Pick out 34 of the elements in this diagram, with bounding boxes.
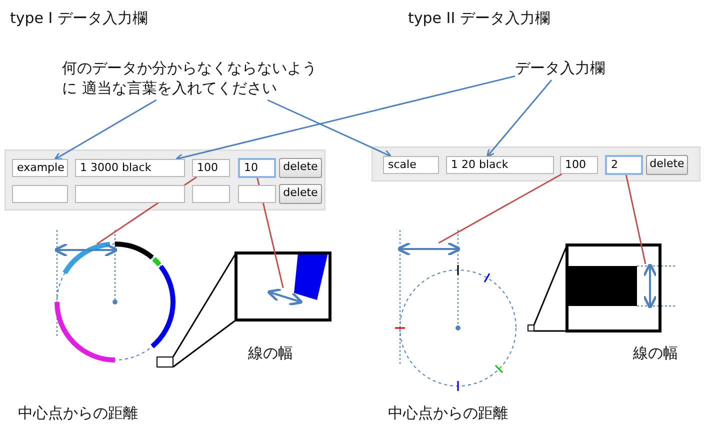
note-text: データ入力欄 <box>515 58 625 80</box>
input-field: 100 <box>192 159 230 177</box>
arrow <box>175 75 516 162</box>
dimension-arrow <box>55 244 117 256</box>
input-field: 1 3000 black <box>75 159 185 177</box>
input-field: 10 <box>238 158 276 178</box>
input-field: 2 <box>605 155 643 175</box>
delete-button: delete <box>279 158 322 178</box>
input-field: example <box>12 159 68 177</box>
note-text: 何のデータか分からなくならないように 適当な言葉を入れてください <box>62 58 322 100</box>
leader-line <box>438 173 562 244</box>
leader-line <box>256 178 284 288</box>
delete-button: delete <box>279 184 322 204</box>
input-field <box>12 185 68 203</box>
dimension-arrow <box>643 264 657 308</box>
input-field: 100 <box>560 156 598 174</box>
caption-text: 中心点からの距離 <box>388 403 508 423</box>
input-field: scale <box>383 156 439 174</box>
arrow <box>54 99 157 160</box>
arrow <box>267 99 392 158</box>
caption-text: 線の幅 <box>248 343 293 363</box>
heading: type I データ入力欄 <box>10 8 148 28</box>
input-field <box>192 185 230 203</box>
caption-text: 中心点からの距離 <box>18 403 138 423</box>
input-field <box>238 185 276 203</box>
dimension-arrow <box>268 288 302 304</box>
dimension-arrow <box>398 243 460 255</box>
heading: type II データ入力欄 <box>408 8 550 28</box>
delete-button: delete <box>646 155 688 175</box>
leader-line <box>625 174 646 264</box>
arrow <box>486 80 552 158</box>
input-field <box>75 185 185 203</box>
caption-text: 線の幅 <box>633 343 678 363</box>
input-field: 1 20 black <box>446 156 554 174</box>
